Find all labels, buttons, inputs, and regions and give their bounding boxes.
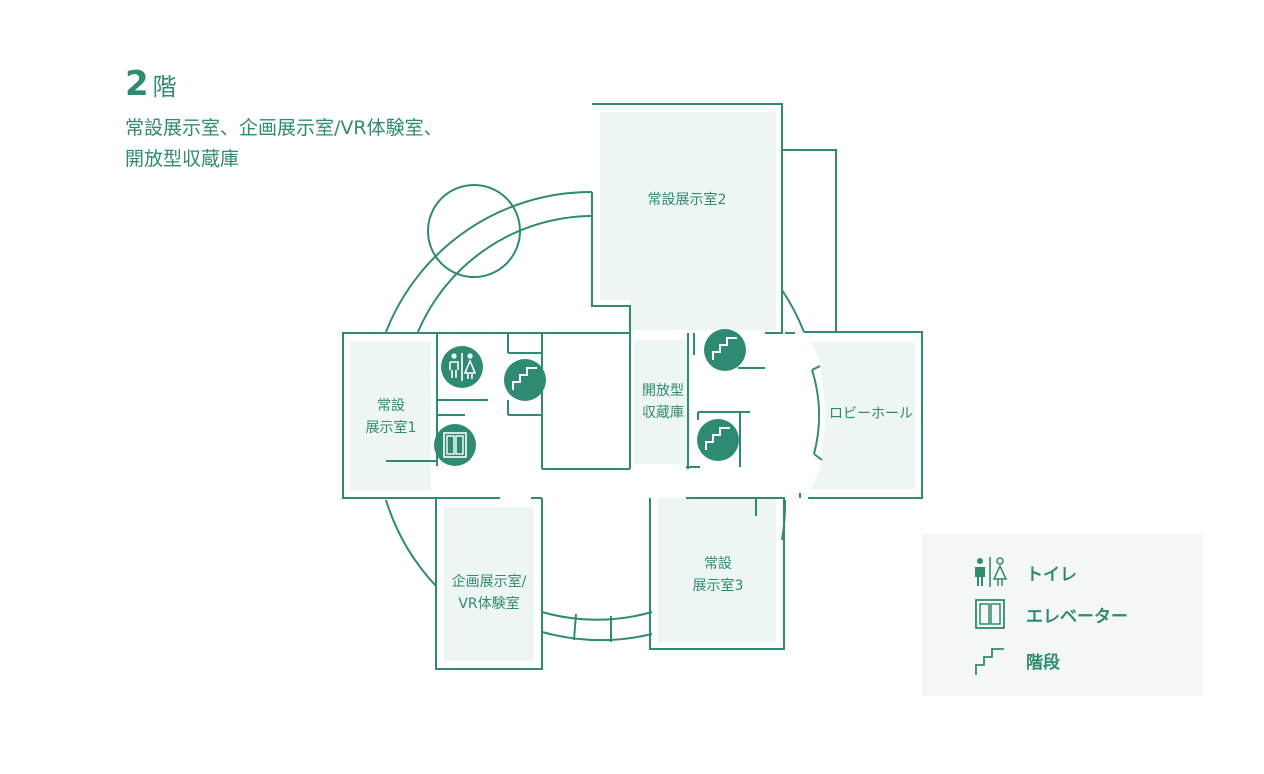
floor-number: 2 (125, 64, 149, 104)
elevator-icon (960, 598, 1020, 630)
label-storage-line2: 収蔵庫 (642, 404, 684, 421)
label-special-line2: VR体験室 (458, 595, 519, 612)
label-special-line1: 企画展示室/ (452, 573, 527, 590)
toilet-icon (960, 555, 1020, 589)
label-permanent1-line1: 常設 (377, 398, 405, 414)
legend-label: エレベーター (1026, 606, 1128, 627)
stairs-icon (704, 329, 746, 371)
floor-description: 常設展示室、企画展示室/VR体験室、 開放型収蔵庫 (125, 113, 505, 175)
toilet-icon (441, 346, 483, 388)
legend-label: 階段 (1026, 652, 1060, 673)
walls (342, 103, 923, 670)
label-permanent3-line2: 展示室3 (693, 577, 744, 594)
outer-corridor (385, 184, 805, 642)
room-permanent2[interactable] (600, 112, 776, 330)
label-permanent3-line1: 常設 (704, 556, 732, 572)
room-storage[interactable] (634, 340, 688, 464)
stairs-icon (504, 359, 546, 401)
label-lobby: ロビーホール (829, 406, 913, 422)
floor-header: 2 階 常設展示室、企画展示室/VR体験室、 開放型収蔵庫 (125, 64, 505, 175)
label-storage-line1: 開放型 (642, 383, 684, 399)
elevator-icon (434, 424, 476, 466)
floor-description-line: 常設展示室、企画展示室/VR体験室、 (125, 117, 443, 139)
legend-label: トイレ (1026, 564, 1077, 585)
room-lobby[interactable] (810, 342, 915, 489)
floor-description-line: 開放型収蔵庫 (125, 148, 240, 170)
floor-suffix: 階 (152, 73, 177, 101)
floor-title: 2 階 (125, 64, 505, 107)
stairs-icon (960, 643, 1020, 677)
legend: トイレ エレベーター 階段 (922, 534, 1203, 696)
stairs-icon (697, 419, 739, 461)
room-permanent1[interactable] (350, 341, 431, 491)
room-special-exhibition[interactable] (444, 507, 534, 661)
room-permanent3[interactable] (658, 498, 776, 642)
label-permanent1-line2: 展示室1 (366, 419, 417, 436)
label-permanent2: 常設展示室2 (648, 191, 727, 208)
